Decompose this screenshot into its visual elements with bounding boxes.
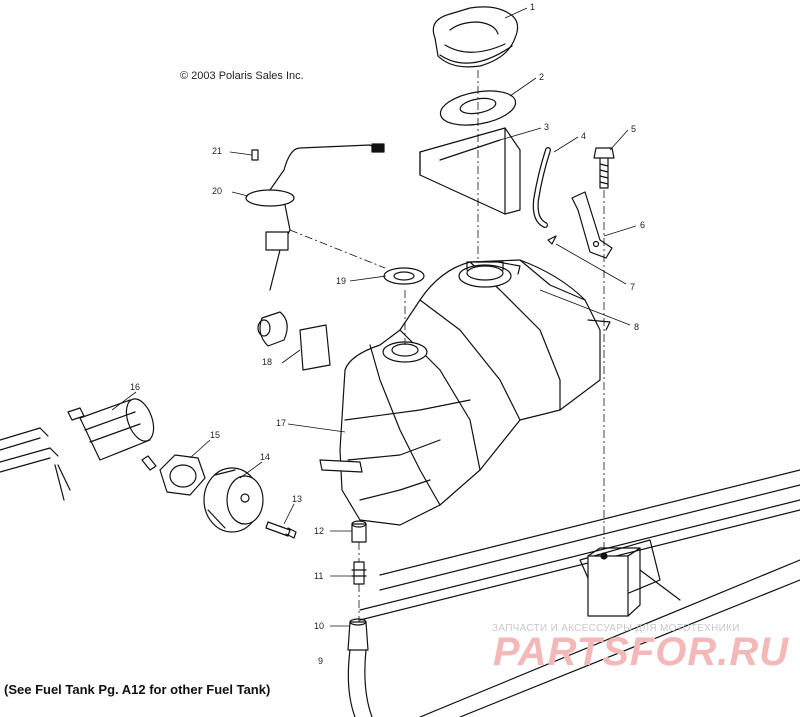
fuel-filter <box>203 467 264 533</box>
retaining-nut <box>159 454 206 496</box>
watermark-brand: PARTSFOR.RU <box>493 630 790 674</box>
warning-decal <box>299 324 331 371</box>
callout-16: 16 <box>130 382 140 392</box>
mounting-bolt <box>593 147 615 189</box>
callout-20: 20 <box>212 186 222 196</box>
callout-13: 13 <box>292 494 302 504</box>
callout-21: 21 <box>212 146 222 156</box>
mounting-screw <box>265 521 297 539</box>
hose-clip <box>547 235 557 245</box>
fuel-sender <box>245 143 385 347</box>
callout-18: 18 <box>262 357 272 367</box>
callout-3: 3 <box>544 122 549 132</box>
callout-9: 9 <box>318 656 323 666</box>
callout-10: 10 <box>314 621 324 631</box>
sender-screw <box>251 149 259 161</box>
fuel-pump <box>67 398 157 471</box>
fuel-tank <box>319 259 611 526</box>
callout-19: 19 <box>336 276 346 286</box>
copyright-notice: © 2003 Polaris Sales Inc. <box>180 70 304 82</box>
callout-12: 12 <box>314 526 324 536</box>
callout-2: 2 <box>539 72 544 82</box>
callout-7: 7 <box>630 282 635 292</box>
fuel-cap <box>432 6 519 68</box>
callout-6: 6 <box>640 220 645 230</box>
leader-lines <box>111 7 637 627</box>
callout-4: 4 <box>581 131 586 141</box>
callout-labels: 1 2 3 4 5 6 7 8 9 10 11 12 13 14 15 16 1… <box>130 2 645 666</box>
callout-14: 14 <box>260 452 270 462</box>
callout-15: 15 <box>210 430 220 440</box>
shutoff-valve <box>351 561 367 585</box>
callout-8: 8 <box>634 322 639 332</box>
watermark-caption: ЗАПЧАСТИ И АКСЕССУАРЫ ДЛЯ МОТОТЕХНИКИ <box>492 623 740 634</box>
callout-5: 5 <box>631 124 636 134</box>
callout-17: 17 <box>276 418 286 428</box>
tank-fitting <box>351 520 367 543</box>
footnote: (See Fuel Tank Pg. A12 for other Fuel Ta… <box>4 682 271 697</box>
alignment-lines <box>289 70 605 622</box>
pump-hoses <box>0 427 71 501</box>
fuel-line <box>347 649 373 717</box>
frame-rails <box>359 469 800 717</box>
tank-bracket <box>571 191 613 259</box>
callout-1: 1 <box>530 2 535 12</box>
sender-gasket <box>383 267 425 285</box>
callout-11: 11 <box>314 571 323 581</box>
fuel-line-end <box>347 618 369 651</box>
vent-hose <box>532 147 551 228</box>
filler-cover <box>419 127 521 215</box>
